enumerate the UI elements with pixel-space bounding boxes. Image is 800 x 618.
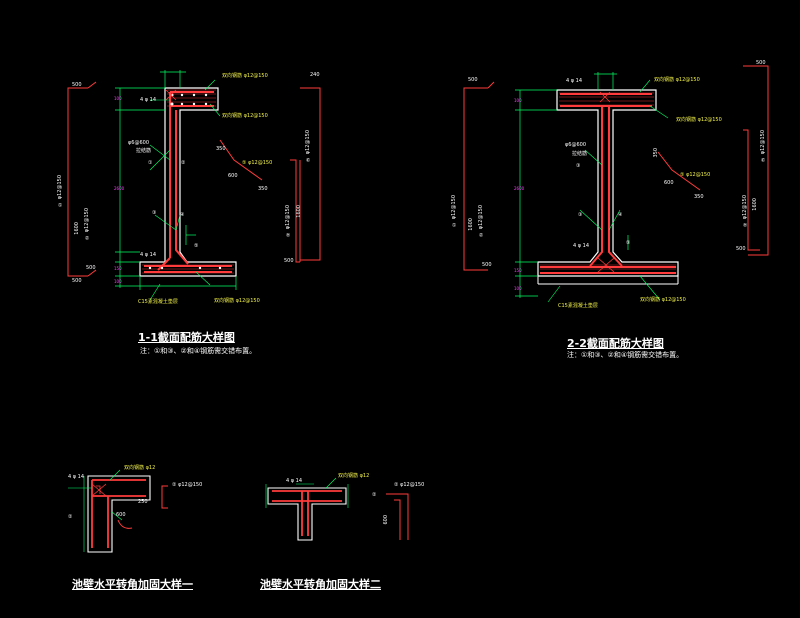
section-1-1-mark-5: ⑤ — [194, 243, 199, 249]
section-1-1-bar3-right: ③ φ12@150 — [305, 130, 311, 162]
detail-2-top-label: 双向钢筋 φ12 — [338, 473, 370, 479]
section-2-2-dim-350a: 350 — [653, 148, 659, 158]
svg-text:2600: 2600 — [514, 186, 525, 191]
section-2-2-note: 注：①和③、②和④钢筋需交错布置。 — [567, 351, 684, 359]
detail-1-rebar-label: ② φ12@150 — [172, 482, 203, 488]
section-1-1-bar4-right: ④ φ12@150 — [285, 205, 291, 237]
section-2-2-rebar — [540, 93, 676, 274]
section-2-2-bar4-right: ④ φ12@150 — [742, 195, 748, 227]
section-1-1-bars — [148, 93, 222, 270]
detail-1 — [68, 469, 168, 553]
section-1-1-top-rebar-label: 双向钢筋 φ12@150 — [222, 73, 268, 79]
section-1-1-dim-350b: 350 — [258, 186, 268, 192]
section-1-1-rebar — [144, 91, 232, 273]
section-2-2-bar3-right: ③ φ12@150 — [760, 130, 766, 162]
detail-1-title: 池壁水平转角加固大样一 — [72, 578, 193, 591]
section-2-2-dim-1600-right: 1600 — [752, 198, 758, 211]
section-1-1-bottom-label: C15素混凝土垫层 — [138, 299, 178, 305]
section-2-2-mark-5: ⑤ — [626, 240, 631, 246]
section-1-1-corner-bar-label: 4 φ 14 — [140, 97, 157, 103]
detail-2-title: 池壁水平转角加固大样二 — [260, 578, 381, 591]
section-1-1-mark-4: ④ — [180, 212, 185, 218]
section-1-1-bar5-label: ⑤ φ12@150 — [242, 160, 273, 166]
section-2-2-bottom-label: C15素混凝土垫层 — [558, 303, 598, 309]
svg-text:100: 100 — [514, 286, 522, 291]
section-1-1: 100 2600 150 100 — [67, 70, 321, 301]
section-1-1-dimensions — [115, 70, 237, 290]
section-2-2-bar2-left: ② φ12@150 — [478, 205, 484, 237]
detail-1-mark-2: ② — [68, 514, 73, 520]
section-2-2-dim-500-left: 500 — [482, 262, 492, 268]
detail-2 — [265, 477, 409, 541]
section-1-1-bar1-left: ① φ12@150 — [57, 175, 63, 207]
section-2-2-title: 2-2截面配筋大样图 — [567, 337, 664, 350]
section-1-1-tie-label-2: 拉结筋 — [136, 148, 152, 154]
section-2-2-bar1-left: ① φ12@150 — [451, 195, 457, 227]
svg-text:100: 100 — [114, 279, 122, 284]
section-1-1-top-rebar-label-2: 双向钢筋 φ12@150 — [222, 113, 268, 119]
section-2-2-mark-4: ④ — [618, 212, 623, 218]
section-1-1-title: 1-1截面配筋大样图 — [138, 331, 235, 344]
detail-2-rebar-label: ② φ12@150 — [394, 482, 425, 488]
svg-text:150: 150 — [514, 268, 522, 273]
section-2-2-bottom-rebar: 双向钢筋 φ12@150 — [640, 297, 686, 303]
detail-2-mark-2: ② — [372, 492, 377, 498]
section-2-2-dim-500-top: 500 — [468, 77, 478, 83]
section-2-2-tie-label: φ6@600 — [565, 142, 587, 148]
section-2-2-bottom-bar: 4 φ 14 — [573, 243, 590, 249]
section-1-1-note: 注：①和③、②和④钢筋需交错布置。 — [140, 347, 257, 355]
section-2-2-dim-350b: 350 — [694, 194, 704, 200]
section-1-1-hatch — [142, 89, 234, 274]
section-2-2-dim-500-right: 500 — [736, 246, 746, 252]
section-1-1-bottom-bar: 4 φ 14 — [140, 252, 157, 258]
detail-1-bar-label: 4 φ 14 — [68, 474, 85, 480]
section-1-1-dim-1600-left: 1600 — [74, 222, 80, 235]
section-1-1-mark-3: ③ — [152, 210, 157, 216]
svg-text:2600: 2600 — [114, 186, 125, 191]
section-2-2-dim-500-right-top: 500 — [756, 60, 766, 66]
section-2-2-mark-3: ③ — [576, 163, 581, 169]
section-1-1-dim-500-bottom: 500 — [72, 278, 82, 284]
svg-text:100: 100 — [514, 98, 522, 103]
svg-text:100: 100 — [114, 96, 122, 101]
section-2-2-bar5-label: ⑤ φ12@150 — [680, 172, 711, 178]
detail-2-dim-600: 600 — [383, 515, 389, 525]
section-2-2-dim-1600-left: 1600 — [468, 218, 474, 231]
detail-2-bar-label: 4 φ 14 — [286, 478, 303, 484]
section-1-1-concrete-outline — [139, 87, 237, 277]
section-1-1-dim-350a: 350 — [216, 146, 226, 152]
section-1-1-dim-500-right: 500 — [284, 258, 294, 264]
detail-1-dim-250: 250 — [138, 499, 148, 505]
svg-text:150: 150 — [114, 266, 122, 271]
section-2-2: 100 2600 150 100 — [463, 65, 769, 303]
section-2-2-dim-600: 600 — [664, 180, 674, 186]
section-1-1-dim-240: 240 — [310, 72, 320, 78]
section-2-2-top-rebar-label-2: 双向钢筋 φ12@150 — [676, 117, 722, 123]
section-2-2-mark-3b: ③ — [578, 212, 583, 218]
section-1-1-dim-600: 600 — [228, 173, 238, 179]
section-1-1-bottom-rebar: 双向钢筋 φ12@150 — [214, 298, 260, 304]
detail-1-dim-600: 600 — [116, 512, 126, 518]
section-1-1-dim-500-top: 500 — [72, 82, 82, 88]
section-2-2-top-rebar-label: 双向钢筋 φ12@150 — [654, 77, 700, 83]
section-1-1-mark-1: ① — [148, 160, 153, 166]
section-1-1-dim-1600-right: 1600 — [296, 205, 302, 218]
section-2-2-tie-label-2: 拉结筋 — [572, 151, 588, 157]
section-1-1-dim-500-left: 500 — [86, 265, 96, 271]
section-1-1-mark-2: ② — [181, 160, 186, 166]
section-1-1-bar2-left: ② φ12@150 — [84, 208, 90, 240]
section-2-2-corner-bar-label: 4 φ 14 — [566, 78, 583, 84]
section-1-1-tie-label: φ6@600 — [128, 140, 150, 146]
detail-1-top-label: 双向钢筋 φ12 — [124, 465, 156, 471]
